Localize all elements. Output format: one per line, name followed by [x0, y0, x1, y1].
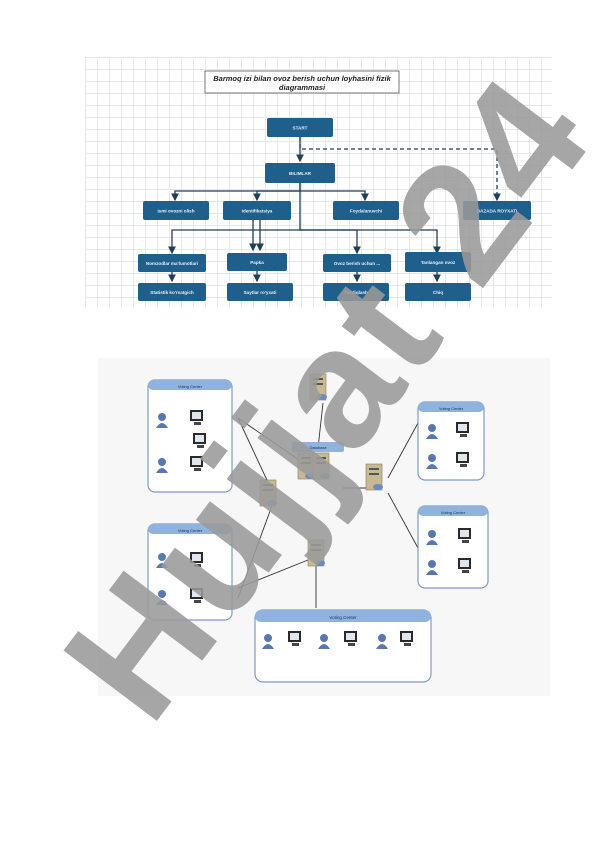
connector — [300, 190, 369, 202]
a4-label: BAZADA ROYXATI — [477, 209, 518, 214]
c2-label: Saytlar ro'yxati — [244, 290, 277, 295]
voting-center-right: Voting Center — [417, 505, 489, 589]
connector — [168, 183, 301, 255]
start-label: START — [293, 126, 308, 131]
dashed-connector — [299, 137, 501, 202]
voting-center-bottom: Voting Center — [254, 609, 432, 683]
box-c2 — [227, 283, 293, 301]
c3-label: Tasdiqlash — [344, 290, 368, 295]
svg-text:Voting Center: Voting Center — [178, 528, 203, 533]
box-c3 — [323, 283, 389, 301]
box-b3 — [323, 254, 391, 272]
bilimlar-box — [265, 163, 335, 183]
box-a1 — [143, 201, 209, 220]
network-link — [387, 422, 419, 479]
b1-label: Nomzodlar ma'lumotlari — [146, 261, 198, 266]
server-icon — [312, 452, 331, 480]
voting-center-top-left: Voting Center — [147, 379, 233, 493]
server-icon — [309, 373, 328, 401]
network-link — [237, 557, 314, 589]
voting-center-top-right: Voting Center — [417, 401, 485, 481]
b3-label: Ovoz berish uchun ... — [334, 261, 380, 266]
network-figure: Voting Center Voting Center Voting Cente… — [98, 358, 550, 696]
box-a4 — [463, 201, 531, 220]
server-icon — [365, 463, 384, 491]
server-icon — [259, 479, 278, 507]
diagram-title-line1: Barmoq izi bilan ovoz berish uchun loyha… — [213, 74, 391, 83]
svg-text:Voting Center: Voting Center — [178, 384, 203, 389]
network-link — [237, 502, 274, 599]
bilimlar-label: BILIMLAR — [289, 171, 312, 176]
box-c4 — [405, 283, 471, 301]
voting-center-bottom-left: Voting Center — [147, 523, 233, 621]
svg-text:Voting Center: Voting Center — [441, 510, 466, 515]
box-a2 — [223, 201, 291, 220]
start-box — [267, 118, 333, 137]
box-a3 — [333, 201, 399, 220]
box-c1 — [138, 283, 206, 301]
box-b4 — [405, 252, 471, 272]
network-link — [387, 492, 419, 549]
diagram-title-line2: diagrammasi — [279, 83, 326, 92]
c4-label: Chiq — [433, 290, 443, 295]
a1-label: Ismi ovozni olish — [157, 209, 194, 214]
box-b2 — [227, 253, 287, 271]
flowchart-svg: Barmoq izi bilan ovoz berish uchun loyha… — [138, 70, 531, 301]
svg-text:Voting Center: Voting Center — [329, 615, 357, 620]
server-icon — [307, 539, 326, 567]
central-db-banner — [292, 442, 344, 452]
connector — [253, 190, 300, 202]
b4-label: Tanlangan ovoz — [421, 260, 456, 265]
svg-text:Voting Center: Voting Center — [439, 406, 464, 411]
title-box — [204, 70, 400, 94]
b2-label: Papka — [250, 260, 264, 265]
connector — [300, 229, 361, 255]
svg-text:Database: Database — [309, 445, 327, 450]
server-icon — [297, 452, 316, 480]
connector — [300, 229, 441, 255]
c1-label: Statistik ko'rsatgich — [150, 290, 194, 295]
a3-label: Foydalanuvchi — [350, 209, 382, 214]
network-link — [317, 402, 324, 449]
flowchart-figure: Barmoq izi bilan ovoz berish uchun loyha… — [85, 57, 551, 307]
box-b1 — [138, 254, 206, 272]
a2-label: Identifikatsiya — [242, 209, 273, 214]
network-svg: Voting Center Voting Center Voting Cente… — [147, 373, 489, 683]
